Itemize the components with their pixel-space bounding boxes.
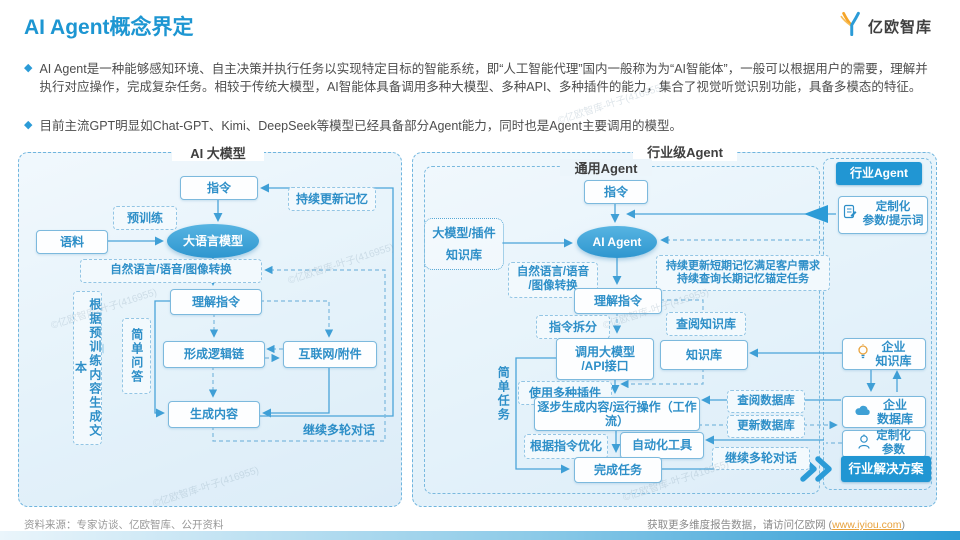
bullet-1: ◆ AI Agent是一种能够感知环境、自主决策并执行任务以实现特定目标的智能系…: [24, 60, 938, 96]
custom-params-line2: 参数: [882, 444, 905, 456]
footer-more-prefix: 获取更多维度报告数据，请访问亿欧网 (: [647, 519, 833, 531]
right-node-ai-agent: AI Agent: [577, 226, 657, 258]
right-node-convert: 自然语言/语音 /图像转换: [508, 262, 598, 298]
left-node-pretrain: 预训练: [113, 206, 177, 230]
left-node-convert: 自然语言/语音/图像转换: [80, 259, 262, 283]
right-node-auto-tools: 自动化工具: [620, 432, 704, 459]
source-note: 资料来源：专家访谈、亿欧智库、公开资料: [24, 519, 224, 531]
yiou-logo-icon: [839, 10, 863, 42]
call-model-line2: /API接口: [581, 359, 629, 373]
diamond-bullet-icon: ◆: [24, 119, 33, 131]
right-node-call-model: 调用大模型 /API接口: [556, 338, 654, 380]
industry-agent-column: [823, 158, 932, 490]
bottom-gradient-bar: [0, 531, 960, 540]
memory-line2: 持续查询长期记忆锚定任务: [677, 273, 809, 285]
left-node-internet: 互联网/附件: [283, 341, 377, 368]
memory-line1: 持续更新短期记忆满足客户需求: [666, 259, 820, 272]
right-node-kb: 知识库: [660, 340, 748, 370]
footer-more-suffix: ): [901, 519, 906, 531]
convert-line1: 自然语言/语音: [516, 266, 590, 279]
model-plugin-line2: 知识库: [445, 247, 482, 262]
left-panel-title: AI 大模型: [172, 143, 264, 161]
custom-params-text: 定制化 参数: [876, 430, 911, 458]
left-node-llm: 大语言模型: [167, 224, 259, 258]
enterprise-db-line1: 企业: [882, 397, 907, 412]
robot-icon: [857, 434, 871, 455]
right-node-optimize: 根据指令优化: [524, 434, 608, 459]
industry-agent-button: 行业Agent: [836, 162, 922, 185]
left-node-corpus: 语料: [36, 230, 108, 254]
enterprise-db-text: 企业 数据库: [877, 398, 913, 427]
right-node-check-kb: 查阅知识库: [666, 312, 746, 336]
left-node-understand: 理解指令: [170, 289, 262, 315]
doc-pencil-icon: [843, 204, 858, 226]
cloud-icon: [855, 404, 872, 419]
enterprise-kb-line2: 知识库: [875, 354, 912, 368]
industry-node-custom-prompt: 定制化 参数/提示词: [838, 196, 928, 234]
page-title: AI Agent概念界定: [24, 16, 194, 39]
right-node-split: 指令拆分: [536, 315, 610, 339]
industry-node-check-db: 查阅数据库: [727, 390, 805, 413]
enterprise-db-line2: 数据库: [876, 412, 913, 426]
enterprise-kb-text: 企业 知识库: [875, 340, 911, 369]
right-node-workflow: 逐步生成内容/运行操作（工作流）: [534, 397, 700, 431]
industry-node-enterprise-kb: 企业 知识库: [842, 338, 926, 370]
right-node-multiturn: 继续多轮对话: [712, 447, 810, 470]
right-label-simple-task: 简单任务: [496, 366, 511, 422]
industry-node-enterprise-db: 企业 数据库: [842, 396, 926, 428]
call-model-line1: 调用大模型: [574, 344, 635, 359]
right-node-memory: 持续更新短期记忆满足客户需求 持续查询长期记忆锚定任务: [656, 255, 830, 291]
right-node-complete: 完成任务: [574, 457, 662, 483]
right-panel-title: 行业级Agent: [633, 142, 737, 161]
diamond-bullet-icon: ◆: [24, 62, 33, 74]
left-node-generate-from-pretrain: 根据预训练内容生成文本: [73, 291, 102, 445]
left-node-simple-qa: 简单问答: [122, 318, 151, 394]
industry-node-update-db: 更新数据库: [727, 415, 805, 438]
right-node-instruction: 指令: [584, 180, 648, 204]
left-node-instruction: 指令: [180, 176, 258, 200]
left-node-update-memory: 持续更新记忆: [288, 187, 376, 211]
left-label-multiturn: 继续多轮对话: [302, 423, 375, 437]
custom-params-line1: 定制化: [876, 430, 911, 443]
bullet-1-text: AI Agent是一种能够感知环境、自主决策并执行任务以实现特定目标的智能系统，…: [39, 62, 928, 95]
convert-line2: /图像转换: [528, 280, 578, 292]
custom-prompt-text: 定制化 参数/提示词: [863, 201, 924, 229]
logo-text: 亿欧智库: [867, 18, 932, 36]
iyiou-link[interactable]: www.iyiou.com: [832, 519, 902, 531]
right-node-understand: 理解指令: [574, 288, 662, 314]
enterprise-kb-line1: 企业: [881, 339, 906, 354]
custom-prompt-line2: 参数/提示词: [862, 215, 924, 227]
bullet-2-text: 目前主流GPT明显如Chat-GPT、Kimi、DeepSeek等模型已经具备部…: [39, 119, 682, 133]
general-agent-label: 通用Agent: [560, 159, 652, 176]
industry-node-custom-params: 定制化 参数: [842, 430, 926, 458]
lightbulb-icon: [856, 344, 870, 363]
logo: 亿欧智库: [839, 10, 932, 42]
bullet-2: ◆ 目前主流GPT明显如Chat-GPT、Kimi、DeepSeek等模型已经具…: [24, 117, 938, 135]
model-plugin-line1: 大模型/插件: [432, 226, 496, 241]
industry-solution-button: 行业解决方案: [841, 456, 931, 482]
custom-prompt-line1: 定制化: [875, 201, 911, 214]
right-node-model-plugin: 大模型/插件 知识库: [424, 218, 504, 270]
left-node-logic-chain: 形成逻辑链: [163, 341, 265, 368]
footer-more-info: 获取更多维度报告数据，请访问亿欧网 (www.iyiou.com): [647, 517, 905, 532]
left-node-generate: 生成内容: [168, 401, 260, 428]
